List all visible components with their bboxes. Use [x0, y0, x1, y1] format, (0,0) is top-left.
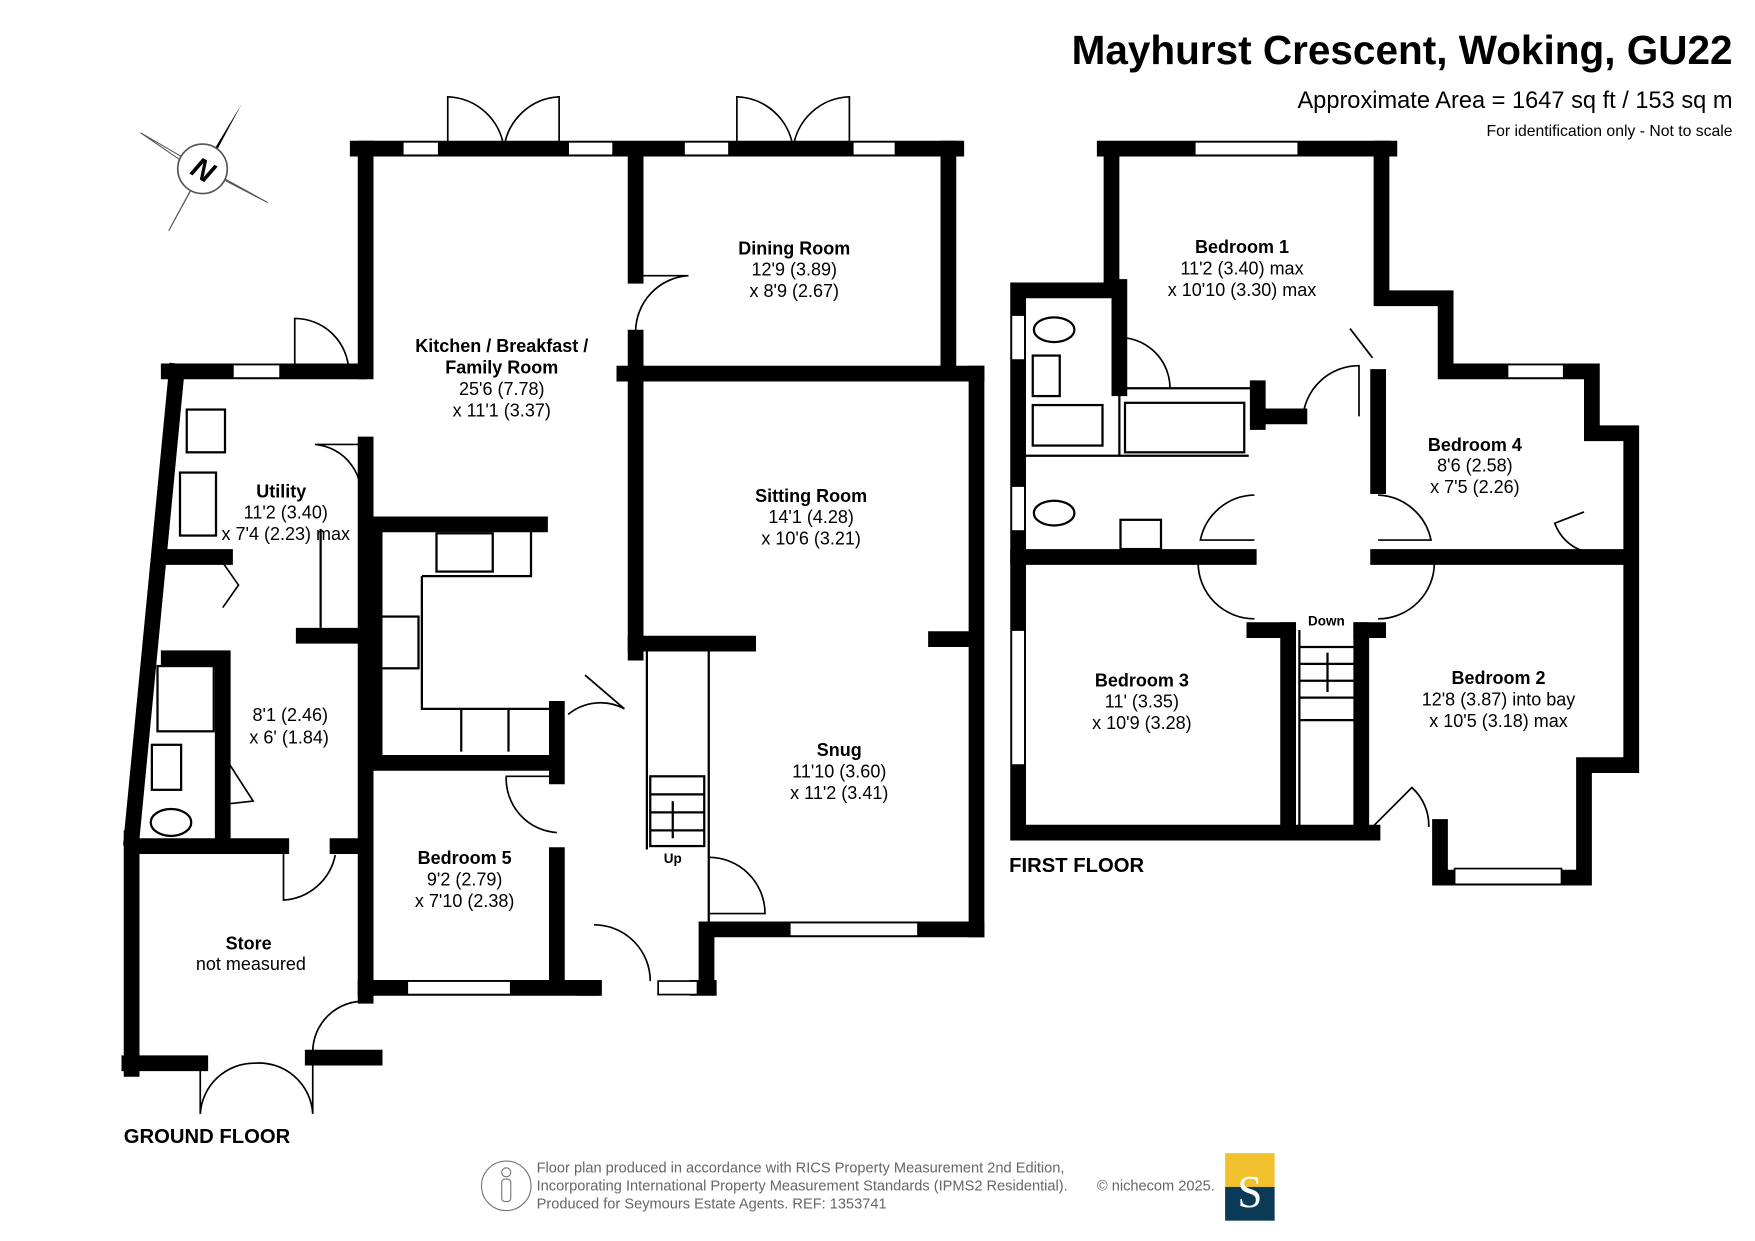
room-dims: 12'8 (3.87) into bay [1422, 689, 1576, 709]
room-name: Bedroom 1 [1195, 237, 1289, 257]
ground-floor-openings [199, 95, 919, 1114]
room-kitchen: Kitchen / Breakfast / Family Room 25'6 (… [415, 336, 588, 420]
room-dims: x 7'5 (2.26) [1430, 477, 1519, 497]
room-name: Dining Room [738, 238, 850, 258]
room-dims: x 10'6 (3.21) [761, 529, 861, 549]
room-dims: 11'10 (3.60) [792, 761, 886, 781]
seymours-logo: S [1225, 1153, 1275, 1221]
ground-floor-fixtures [149, 408, 494, 838]
room-utility: Utility 11'2 (3.40) x 7'4 (2.23) max [222, 481, 351, 544]
room-dims: 11'2 (3.40) [244, 503, 328, 523]
logo-letter: S [1237, 1167, 1262, 1217]
room-dims: not measured [196, 954, 306, 974]
stairs-up-label: Up [664, 851, 682, 866]
person-icon [480, 1160, 532, 1212]
room-snug: Snug 11'10 (3.60) x 11'2 (3.41) [790, 740, 888, 803]
disclaimer: For identification only - Not to scale [1487, 123, 1733, 140]
approximate-area: Approximate Area = 1647 sq ft / 153 sq m [1297, 88, 1732, 114]
first-floor-walls [1010, 140, 1640, 886]
room-bedroom-5: Bedroom 5 9'2 (2.79) x 7'10 (2.38) [415, 848, 515, 911]
room-dims: x 6' (1.84) [249, 728, 328, 748]
footer-line: Floor plan produced in accordance with R… [537, 1160, 1065, 1176]
room-dims: 12'9 (3.89) [752, 260, 838, 280]
room-dims: 25'6 (7.78) [459, 379, 545, 399]
first-floor-label: FIRST FLOOR [1009, 855, 1144, 877]
room-name: Utility [256, 481, 306, 501]
room-name: Store [226, 934, 272, 954]
room-dims: 8'1 (2.46) [253, 705, 328, 725]
room-name: Sitting Room [755, 486, 867, 506]
room-dims: 14'1 (4.28) [768, 507, 854, 527]
room-dims: 11'2 (3.40) max [1180, 259, 1303, 279]
room-dims: 9'2 (2.79) [427, 869, 502, 889]
room-dims: x 7'10 (2.38) [415, 891, 515, 911]
room-dims: 11' (3.35) [1105, 692, 1179, 712]
ground-floor-label: GROUND FLOOR [124, 1126, 291, 1148]
footer-line: Incorporating International Property Mea… [537, 1178, 1068, 1194]
stairs-down-label: Down [1308, 614, 1345, 629]
room-name: Bedroom 4 [1428, 435, 1522, 455]
room-dims: 8'6 (2.58) [1437, 455, 1512, 475]
footer-line: Produced for Seymours Estate Agents. REF… [537, 1196, 887, 1212]
room-store: Store not measured [196, 934, 306, 974]
room-name: Snug [817, 740, 862, 760]
room-dining: Dining Room 12'9 (3.89) x 8'9 (2.67) [738, 238, 850, 301]
room-dims: x 11'1 (3.37) [453, 400, 551, 420]
room-dims: x 10'9 (3.28) [1092, 713, 1192, 733]
room-name: Bedroom 2 [1451, 668, 1545, 688]
room-dims: x 8'9 (2.67) [750, 281, 839, 301]
room-shower: 8'1 (2.46) x 6' (1.84) [249, 705, 328, 748]
room-sitting: Sitting Room 14'1 (4.28) x 10'6 (3.21) [755, 486, 867, 549]
copyright: © nichecom 2025. [1097, 1178, 1215, 1194]
page-title: Mayhurst Crescent, Woking, GU22 [1072, 27, 1733, 73]
footer: Floor plan produced in accordance with R… [480, 1153, 1275, 1221]
room-bedroom-2: Bedroom 2 12'8 (3.87) into bay x 10'5 (3… [1422, 668, 1576, 731]
room-name: Kitchen / Breakfast / [415, 336, 588, 356]
room-bedroom-1: Bedroom 1 11'2 (3.40) max x 10'10 (3.30)… [1168, 237, 1317, 300]
room-name: Family Room [445, 358, 558, 378]
room-dims: x 7'4 (2.23) max [222, 524, 351, 544]
room-name: Bedroom 5 [418, 848, 512, 868]
room-name: Bedroom 3 [1095, 670, 1189, 690]
room-dims: x 11'2 (3.41) [790, 783, 888, 803]
compass-icon: N [140, 103, 269, 231]
room-dims: x 10'10 (3.30) max [1168, 280, 1317, 300]
room-bedroom-3: Bedroom 3 11' (3.35) x 10'9 (3.28) [1092, 670, 1192, 733]
room-bedroom-4: Bedroom 4 8'6 (2.58) x 7'5 (2.26) [1428, 435, 1522, 497]
room-dims: x 10'5 (3.18) max [1429, 711, 1568, 731]
